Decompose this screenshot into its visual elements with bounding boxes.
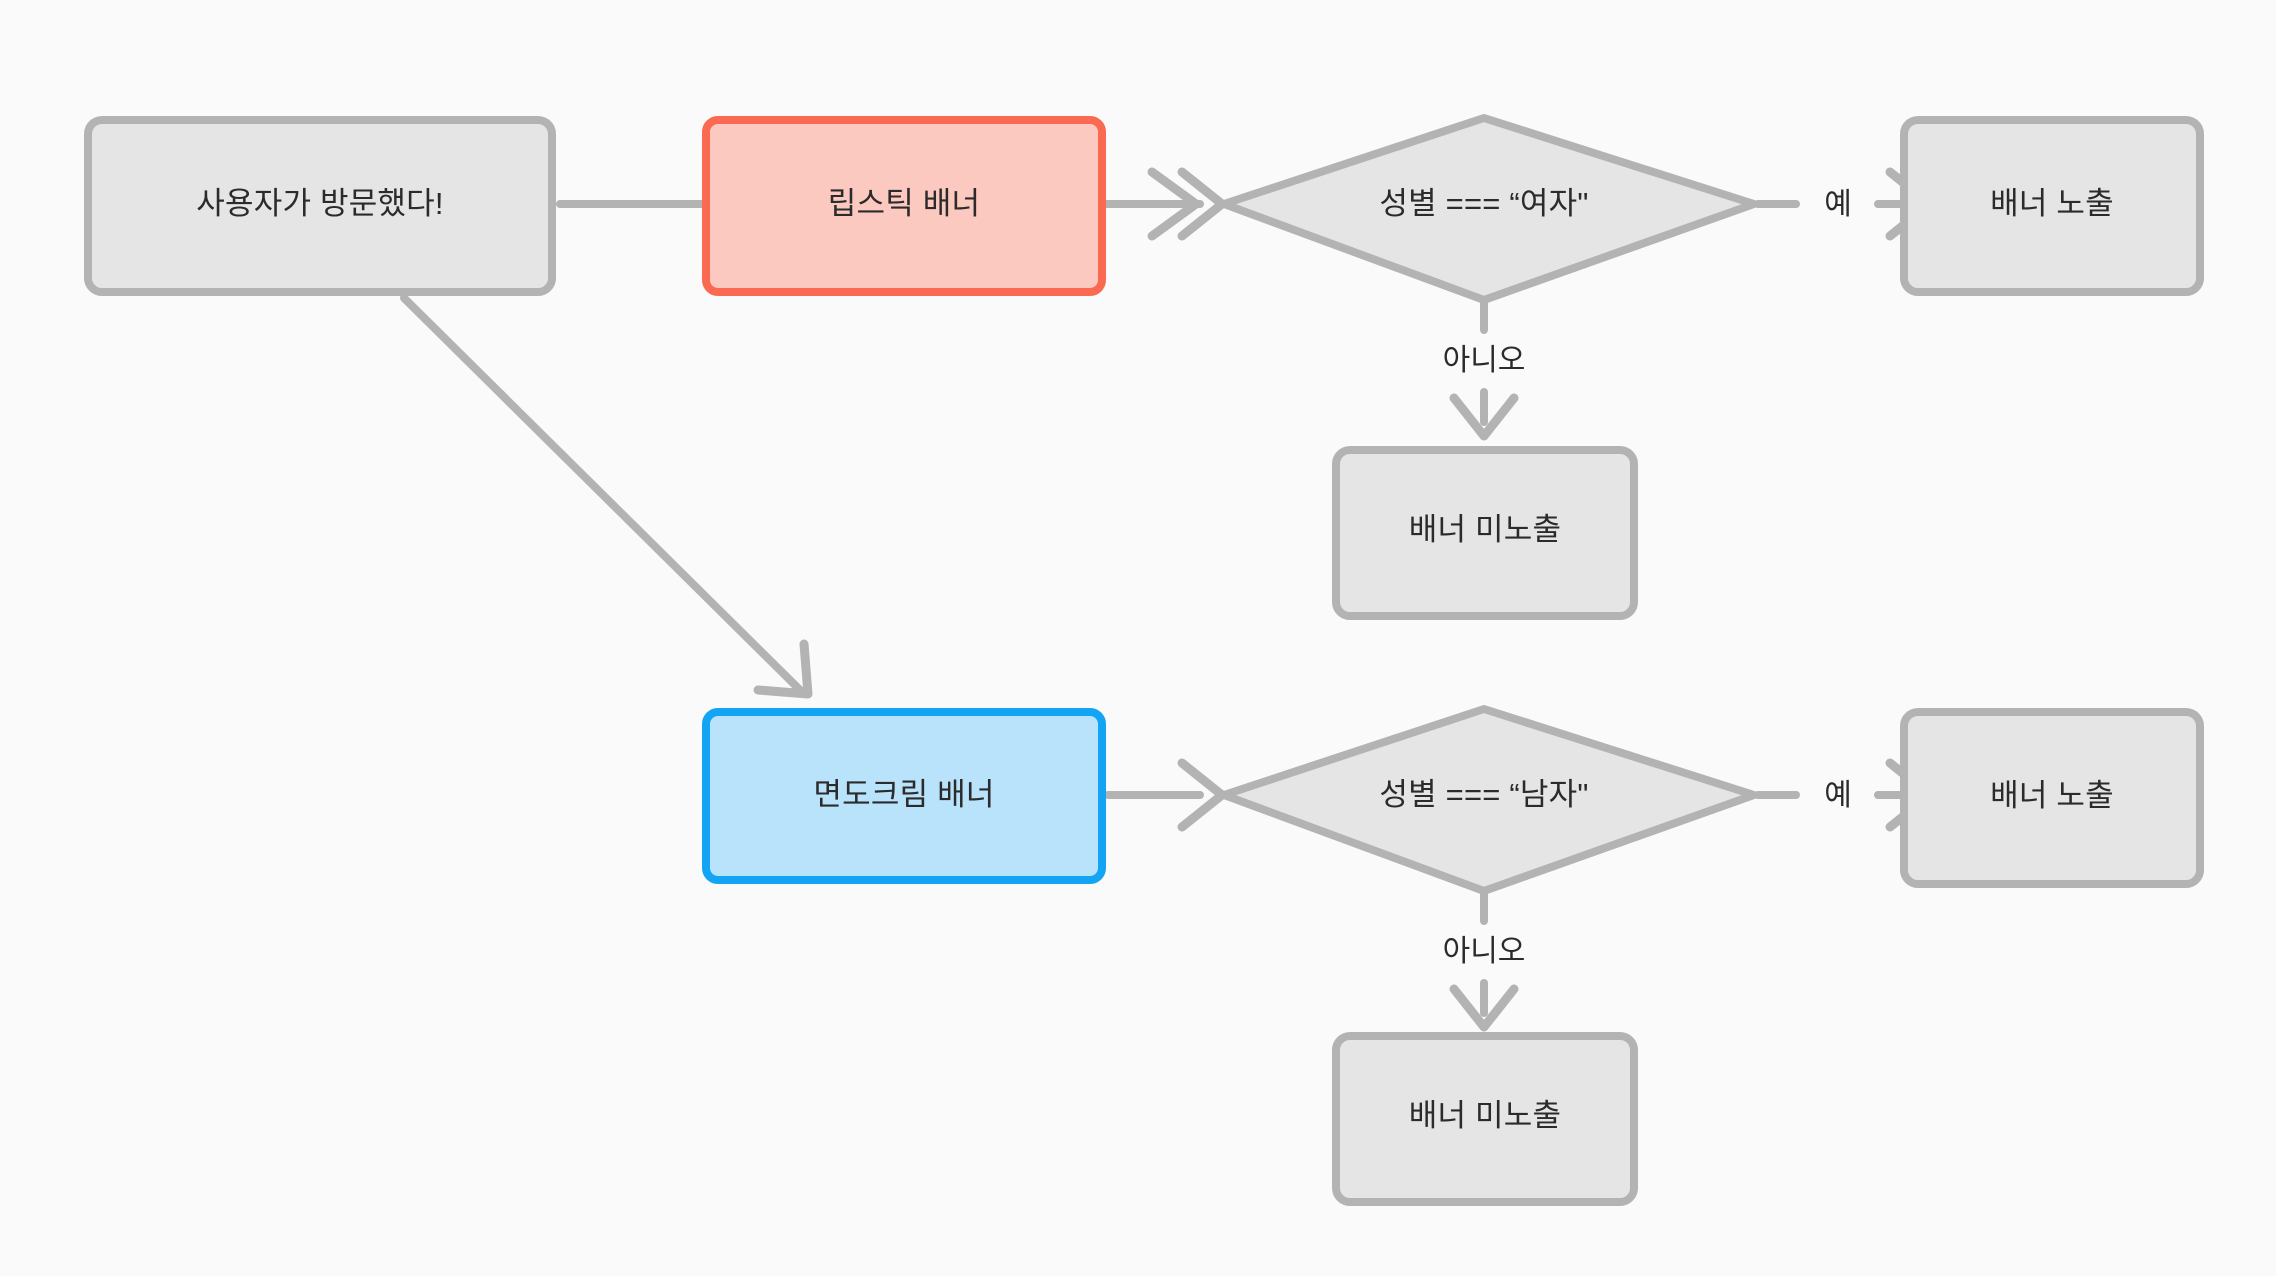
- edge-shaving-to-cond-male: [1104, 758, 1227, 832]
- node-shaving-cream-banner-label: 면도크림 배너: [813, 777, 994, 812]
- node-show-banner-top-shape[interactable]: [1900, 116, 2204, 296]
- node-start-label: 사용자가 방문했다!: [196, 186, 443, 221]
- node-show-banner-bottom-label: 배너 노출: [1990, 778, 2114, 813]
- node-condition-female-label: 성별 === “여자": [1379, 186, 1588, 221]
- edge-label-yes-top: 예: [1824, 188, 1852, 221]
- node-show-banner-top[interactable]: 배너 노출: [1900, 116, 2204, 296]
- edge-start-to-shaving: [400, 294, 813, 699]
- node-shaving-cream-banner-shape[interactable]: [702, 708, 1106, 884]
- node-show-banner-bottom-shape[interactable]: [1900, 708, 2204, 888]
- node-show-banner-bottom[interactable]: 배너 노출: [1900, 708, 2204, 888]
- node-lipstick-banner-shape[interactable]: [702, 116, 1106, 296]
- node-condition-male-shape[interactable]: [1220, 705, 1758, 895]
- node-condition-male[interactable]: 성별 === “남자": [1220, 705, 1758, 895]
- edge-label-yes-bottom: 예: [1824, 779, 1852, 812]
- node-condition-female-shape[interactable]: [1220, 114, 1758, 304]
- node-hide-banner-top-shape[interactable]: [1332, 446, 1638, 620]
- edge-cond-female-no: [1449, 296, 1519, 441]
- node-lipstick-banner-label: 립스틱 배너: [828, 186, 980, 221]
- node-shaving-cream-banner[interactable]: 면도크림 배너: [702, 708, 1106, 884]
- node-condition-male-label: 성별 === “남자": [1379, 777, 1588, 812]
- node-hide-banner-top-label: 배너 미노출: [1409, 512, 1561, 547]
- edge-label-no-bottom: 아니오: [1443, 935, 1526, 968]
- edge-cond-male-no: [1449, 887, 1519, 1032]
- edge-label-no-top: 아니오: [1443, 344, 1526, 377]
- node-start[interactable]: 사용자가 방문했다!: [84, 116, 556, 296]
- node-condition-female[interactable]: 성별 === “여자": [1220, 114, 1758, 304]
- node-lipstick-banner[interactable]: 립스틱 배너: [702, 116, 1106, 296]
- node-show-banner-top-label: 배너 노출: [1990, 186, 2114, 221]
- node-hide-banner-top[interactable]: 배너 미노출: [1332, 446, 1638, 620]
- node-hide-banner-bottom-label: 배너 미노출: [1409, 1098, 1561, 1133]
- node-hide-banner-bottom-shape[interactable]: [1332, 1032, 1638, 1206]
- node-hide-banner-bottom[interactable]: 배너 미노출: [1332, 1032, 1638, 1206]
- node-start-shape[interactable]: [84, 116, 556, 296]
